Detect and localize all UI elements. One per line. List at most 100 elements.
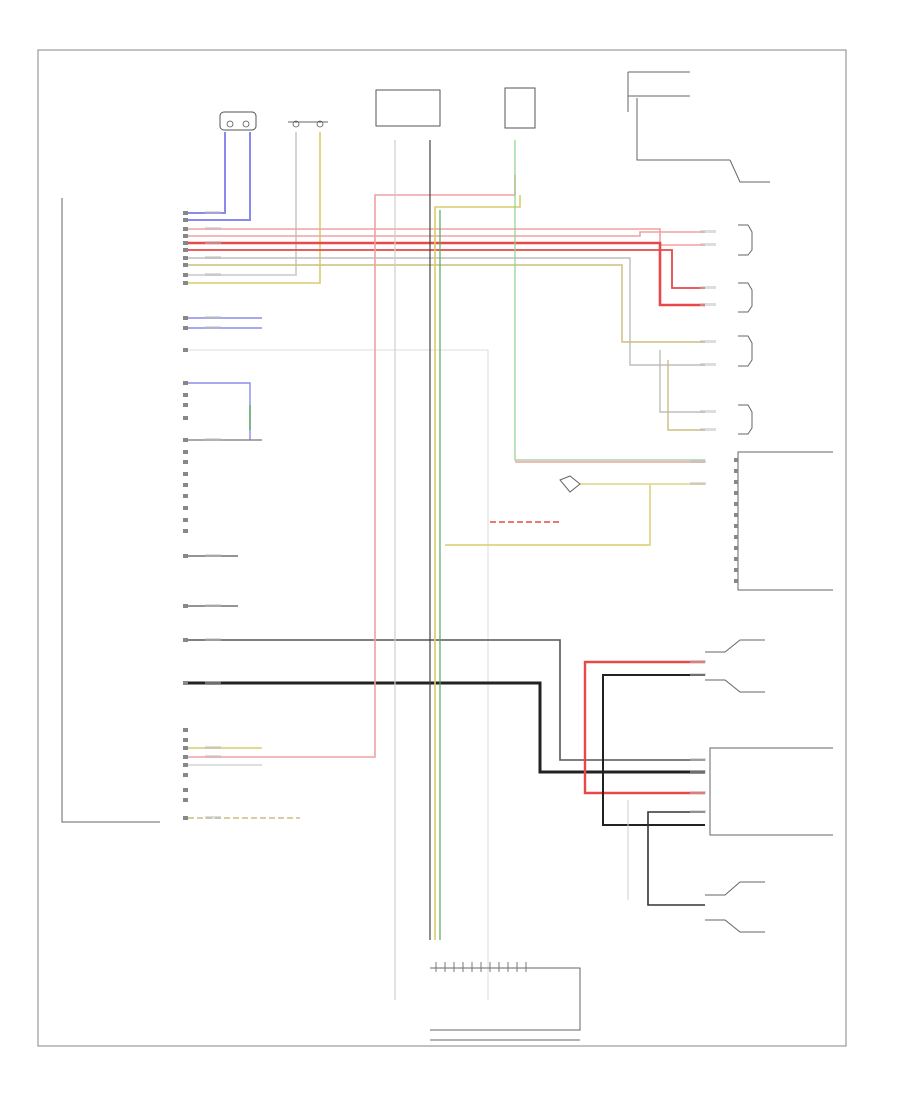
radio-pin	[183, 681, 188, 685]
wire-red-1	[188, 228, 705, 246]
radio-pin	[183, 227, 188, 231]
wire-tag	[205, 241, 221, 244]
radio-pin	[183, 728, 188, 732]
amp-pin	[734, 568, 738, 572]
radio-pin	[183, 348, 188, 352]
diagram-frame	[37, 49, 847, 1047]
radio-pin	[183, 211, 188, 215]
wire-tag	[205, 326, 221, 329]
wire-red-2	[188, 231, 705, 237]
radio-pin	[183, 234, 188, 238]
antenna-amp-box	[375, 89, 441, 127]
radio-pin	[183, 483, 188, 487]
rear-left-speaker-connector	[219, 111, 257, 131]
radio-pin	[183, 256, 188, 260]
wire-tag	[700, 428, 716, 431]
amp-pin-column	[734, 458, 738, 583]
amp-pin	[734, 513, 738, 517]
amp-pin	[734, 469, 738, 473]
wire-blue-2	[188, 132, 251, 221]
radio-pin	[183, 460, 188, 464]
radio-pin	[183, 773, 188, 777]
radio-pin	[183, 263, 188, 267]
radio-pin	[183, 788, 188, 792]
wire-red-thick-1	[188, 241, 705, 307]
radio-pin	[183, 763, 188, 767]
wire-tag	[700, 303, 716, 306]
amp-pin	[734, 535, 738, 539]
wire-tag	[690, 791, 706, 794]
wire-tag	[690, 673, 706, 676]
wire-tag	[205, 638, 221, 641]
wire-tag	[690, 460, 706, 463]
rear-left-door-speaker	[738, 404, 753, 435]
wire-gray-rear	[188, 132, 297, 276]
amp-pin	[734, 546, 738, 550]
amplifier-box	[737, 451, 833, 591]
wire-tan-left-rear	[667, 360, 705, 431]
amp-pin	[734, 579, 738, 583]
radio-pin	[183, 326, 188, 330]
wire-tags	[205, 211, 716, 819]
wire-tag	[690, 770, 706, 773]
radio-pin	[183, 316, 188, 320]
wire-tag	[700, 286, 716, 289]
radio-pin	[183, 218, 188, 222]
wire-red-long	[188, 175, 516, 758]
wire-tag	[700, 243, 716, 246]
wire-tan-left-front	[188, 264, 705, 343]
wire-black-right	[602, 674, 705, 826]
wire-gray-left-rear	[659, 350, 705, 413]
radio-pin	[183, 518, 188, 522]
radio-pin	[183, 494, 188, 498]
wire-red-thick-right	[583, 660, 705, 795]
wire-tag	[690, 758, 706, 761]
front-left-speaker	[738, 335, 753, 367]
antenna-ground-lead	[729, 159, 770, 183]
radio-pin	[183, 381, 188, 385]
wire-tag	[205, 816, 221, 819]
radio-pin	[183, 241, 188, 245]
antenna-module-box	[709, 747, 833, 836]
fuse-relay-box	[504, 87, 536, 129]
antenna-symbol-upper	[705, 639, 765, 693]
wire-tag	[690, 660, 706, 663]
wire-tag	[700, 410, 716, 413]
amp-pin	[734, 502, 738, 506]
radio-pin	[183, 438, 188, 442]
wire-tag	[700, 340, 716, 343]
wire-tag	[205, 316, 221, 319]
wire-gray-left-front	[188, 257, 705, 366]
radio-pin	[183, 529, 188, 533]
radio-pin	[183, 472, 188, 476]
bottom-connector	[430, 962, 581, 1041]
antenna-symbol-lower	[705, 881, 765, 933]
radio-pin	[183, 746, 188, 750]
wire-tag	[205, 681, 221, 684]
radio-unit-bracket	[61, 198, 160, 823]
amp-pin	[734, 458, 738, 462]
amp-pin	[734, 480, 738, 484]
radio-pin	[183, 273, 188, 277]
wire-tag	[205, 746, 221, 749]
wire-yellow-rear	[188, 132, 321, 284]
amp-pin	[734, 491, 738, 495]
radio-pin	[183, 604, 188, 608]
wire-tag	[205, 604, 221, 607]
wire-tag	[205, 438, 221, 441]
wire-black-1	[188, 639, 705, 761]
radio-pin	[183, 393, 188, 397]
wire-tag	[205, 227, 221, 230]
wire-green-right	[514, 140, 705, 461]
wire-tag	[205, 211, 221, 214]
front-right-speaker	[738, 224, 753, 256]
wire-yellow-vertical	[434, 195, 521, 940]
radio-pin	[183, 738, 188, 742]
radio-pin	[183, 554, 188, 558]
wire-tag	[205, 256, 221, 259]
radio-pin	[183, 248, 188, 252]
radio-pin	[183, 638, 188, 642]
rear-right-speaker-connector	[288, 120, 328, 128]
